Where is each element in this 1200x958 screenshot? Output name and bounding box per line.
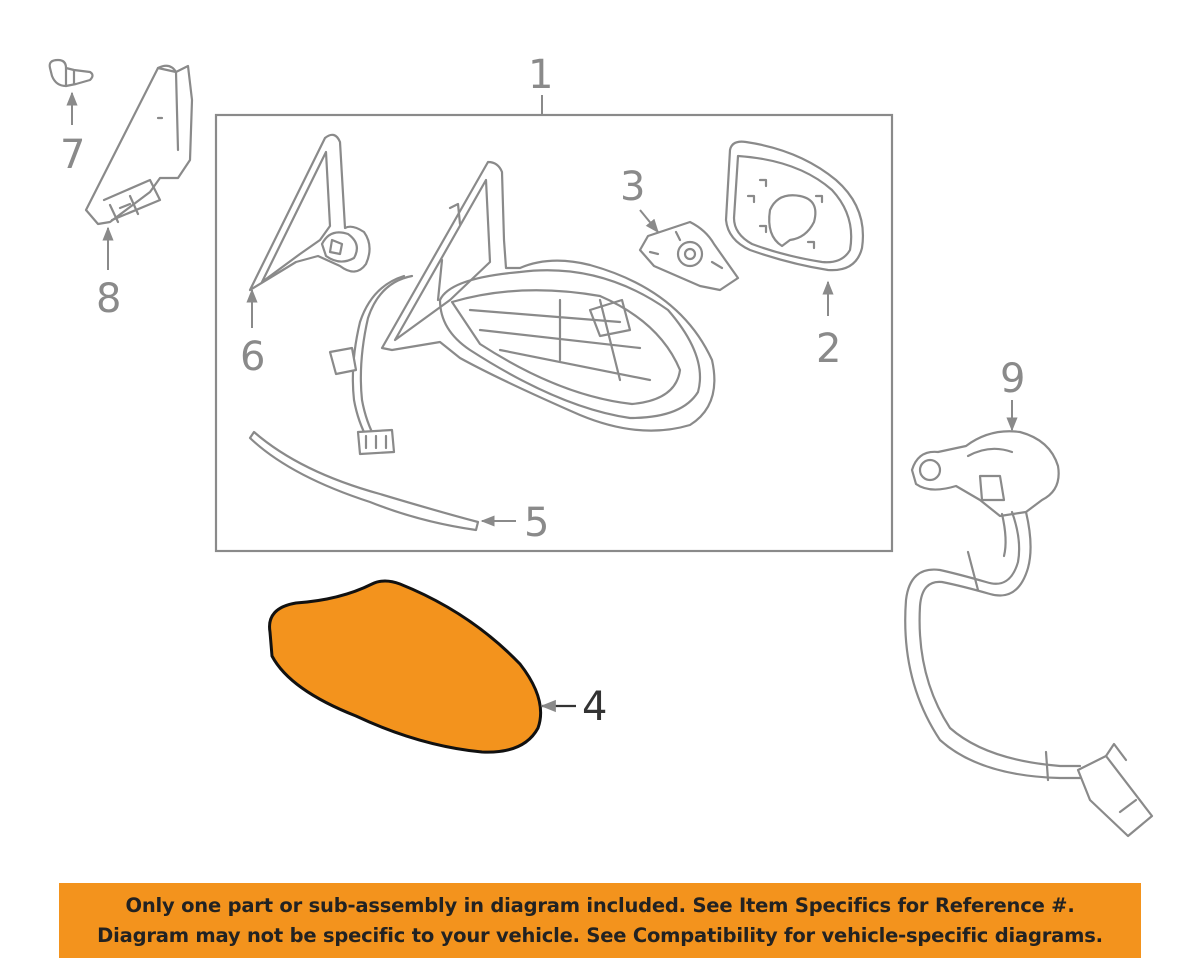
disclaimer-banner: Only one part or sub-assembly in diagram…: [59, 883, 1141, 958]
callout-5-label: 5: [524, 500, 549, 546]
assembly-box: [214, 113, 894, 553]
callout-4-label: 4: [582, 684, 607, 730]
callout-8-label: 8: [96, 276, 121, 322]
part-7-clip: [48, 58, 94, 88]
callout-9-label: 9: [1000, 356, 1025, 402]
callout-3-label: 3: [620, 164, 645, 210]
callout-3-leader: [639, 209, 659, 234]
disclaimer-line-1: Only one part or sub-assembly in diagram…: [125, 893, 1075, 917]
part-4-cover-highlighted: [268, 579, 543, 754]
parts-diagram: 1 7 8 6 5: [48, 52, 1154, 838]
callout-2-label: 2: [816, 326, 841, 372]
disclaimer-line-2: Diagram may not be specific to your vehi…: [97, 923, 1103, 947]
part-9-harness: [904, 430, 1154, 838]
callout-1-label: 1: [528, 52, 553, 98]
callout-7-label: 7: [60, 132, 85, 178]
part-1-mirror-body: [328, 160, 716, 456]
part-6-cover: [248, 133, 371, 292]
part-2-mirror-glass: [724, 140, 864, 272]
callout-6-label: 6: [240, 334, 265, 380]
part-3-actuator: [638, 220, 740, 292]
part-8-bracket: [84, 64, 194, 226]
part-5-seal: [248, 430, 480, 532]
